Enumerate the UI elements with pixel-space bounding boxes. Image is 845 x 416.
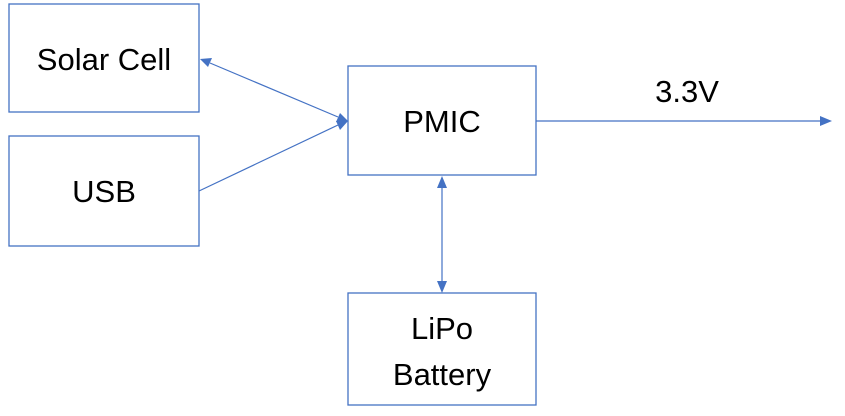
solar-cell-box (8, 3, 200, 113)
usb-box (8, 135, 200, 247)
pmic-battery-connector (437, 176, 447, 293)
usb-pmic-connector (198, 121, 348, 192)
pmic-label: PMIC (403, 104, 481, 139)
output-voltage-label: 3.3V (655, 74, 719, 109)
solar-pmic-connector (200, 58, 348, 122)
solar-cell-label: Solar Cell (37, 42, 171, 77)
solar-cell-block: Solar Cell (8, 3, 200, 113)
lipo-battery-box (347, 292, 537, 406)
pmic-end-arrowhead-from-battery (437, 176, 447, 188)
pmic-end-arrowhead-from-usb (336, 121, 348, 130)
solar-pmic-line (209, 62, 339, 118)
lipo-battery-label-line2: Battery (393, 357, 492, 392)
output-arrowhead (820, 116, 832, 126)
lipo-battery-label-line1: LiPo (411, 311, 473, 346)
usb-block: USB (8, 135, 200, 247)
usb-label: USB (72, 174, 136, 209)
pmic-box (347, 65, 537, 176)
battery-end-arrowhead (437, 281, 447, 293)
usb-pmic-line (198, 124, 339, 192)
pmic-end-arrowhead-from-solar (336, 113, 348, 122)
lipo-battery-block: LiPo Battery (347, 292, 537, 406)
output-connector: 3.3V (536, 74, 832, 126)
solar-end-arrowhead (200, 58, 212, 67)
pmic-block: PMIC (347, 65, 537, 176)
